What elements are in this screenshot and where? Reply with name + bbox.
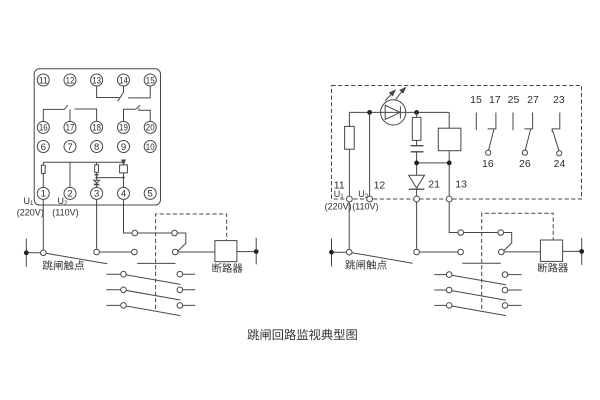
- svg-text:11: 11: [39, 75, 48, 86]
- svg-text:10: 10: [146, 142, 155, 153]
- svg-text:(220V): (220V): [325, 201, 352, 211]
- svg-text:2: 2: [67, 189, 72, 200]
- svg-text:13: 13: [92, 75, 101, 86]
- svg-text:7: 7: [67, 142, 72, 153]
- svg-text:14: 14: [119, 75, 128, 86]
- svg-text:6: 6: [41, 142, 46, 153]
- svg-text:9: 9: [121, 142, 126, 153]
- svg-text:15: 15: [470, 94, 482, 106]
- svg-text:13: 13: [455, 179, 467, 191]
- svg-text:17: 17: [66, 123, 75, 134]
- svg-text:4: 4: [121, 189, 126, 200]
- svg-text:U1: U1: [24, 196, 35, 207]
- svg-text:17: 17: [489, 94, 501, 106]
- svg-text:(110V): (110V): [52, 207, 78, 217]
- svg-text:U2: U2: [58, 196, 69, 207]
- svg-text:3: 3: [94, 189, 99, 200]
- svg-text:16: 16: [482, 158, 494, 170]
- svg-text:5: 5: [148, 189, 153, 200]
- svg-text:8: 8: [94, 142, 99, 153]
- svg-text:(110V): (110V): [352, 201, 378, 211]
- svg-text:20: 20: [146, 123, 155, 134]
- svg-text:12: 12: [66, 75, 75, 86]
- svg-text:16: 16: [39, 123, 48, 134]
- svg-text:15: 15: [146, 75, 155, 86]
- svg-text:27: 27: [527, 94, 539, 106]
- svg-text:24: 24: [554, 158, 566, 170]
- svg-text:U1: U1: [334, 189, 345, 200]
- svg-text:25: 25: [508, 94, 520, 106]
- svg-text:12: 12: [374, 179, 386, 191]
- svg-text:U2: U2: [358, 189, 369, 200]
- svg-text:23: 23: [553, 94, 565, 106]
- svg-text:1: 1: [41, 189, 46, 200]
- svg-text:19: 19: [119, 123, 128, 134]
- svg-text:11: 11: [334, 179, 345, 191]
- svg-text:(220V): (220V): [17, 207, 44, 217]
- svg-text:26: 26: [519, 158, 531, 170]
- svg-text:18: 18: [92, 123, 101, 134]
- svg-text:21: 21: [428, 179, 440, 191]
